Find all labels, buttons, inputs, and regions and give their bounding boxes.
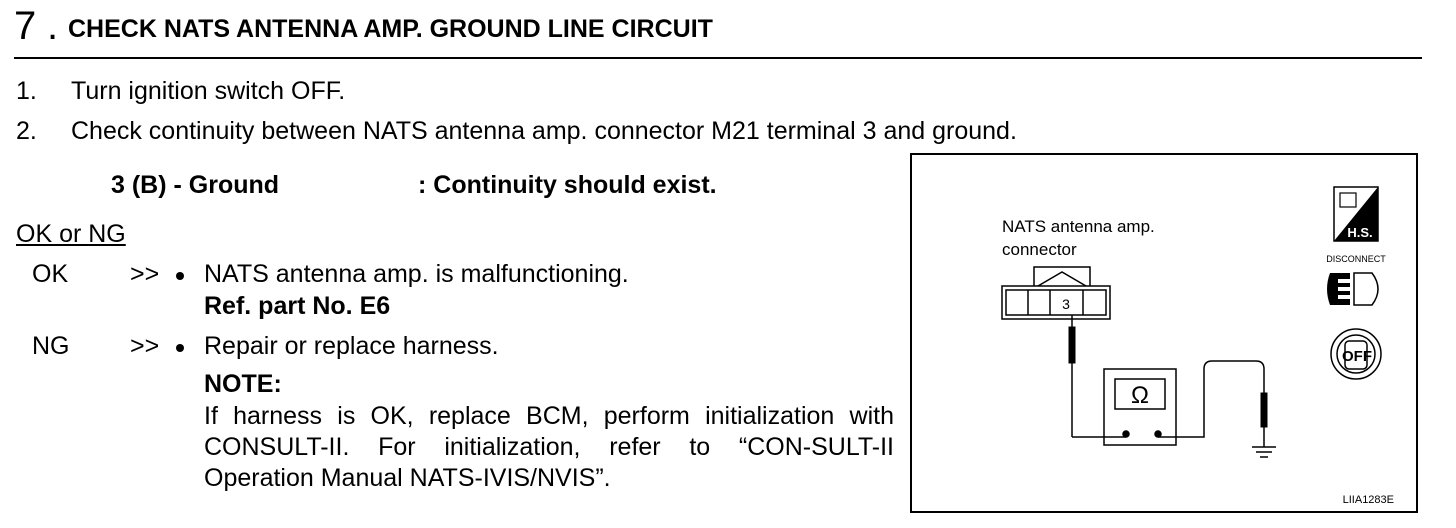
ok-label: OK: [32, 260, 69, 288]
instruction-2-number: 2.: [16, 117, 37, 145]
connector-icon: [1001, 266, 1111, 320]
ng-bullet-icon: [176, 344, 184, 352]
step-title: CHECK NATS ANTENNA AMP. GROUND LINE CIRC…: [68, 15, 713, 43]
disconnect-icon: [1327, 272, 1379, 306]
connector-label-line2: connector: [1002, 240, 1077, 259]
wiring-diagram: NATS antenna amp. connector 3 Ω: [1001, 186, 1394, 506]
note-label: NOTE:: [204, 370, 282, 398]
figure-code: LIIA1283E: [1343, 494, 1394, 506]
instruction-1-text: Turn ignition switch OFF.: [71, 77, 346, 105]
ground-lead-icon: [1158, 360, 1268, 447]
ground-symbol-icon: [1252, 446, 1276, 458]
hs-badge-label: H.S.: [1347, 225, 1372, 240]
probe-lead-icon: [1068, 315, 1126, 438]
ok-text: NATS antenna amp. is malfunctioning.: [204, 260, 629, 288]
connector-label-line1: NATS antenna amp.: [1002, 217, 1155, 236]
note-text: If harness is OK, replace BCM, perform i…: [204, 402, 894, 492]
step-number: 7: [14, 4, 37, 48]
ng-arrow: >>: [130, 332, 160, 360]
disconnect-label: DISCONNECT: [1326, 254, 1386, 264]
ok-arrow: >>: [130, 260, 160, 288]
ng-text: Repair or replace harness.: [204, 332, 499, 360]
ok-bullet-icon: [176, 272, 184, 280]
terminal-number: 3: [1062, 296, 1070, 312]
hs-badge-icon: H.S.: [1333, 186, 1379, 242]
ignition-off-icon: [1330, 328, 1382, 380]
result-heading: OK or NG: [16, 220, 126, 248]
wiring-figure: NATS antenna amp. connector 3 Ω: [910, 153, 1418, 513]
instruction-2-text: Check continuity between NATS antenna am…: [71, 117, 1017, 145]
ok-ref: Ref. part No. E6: [204, 292, 391, 320]
spec-value: : Continuity should exist.: [418, 171, 717, 199]
ng-label: NG: [32, 332, 70, 360]
step-number-dot: .: [47, 4, 59, 48]
instruction-1-number: 1.: [16, 77, 37, 105]
off-label: OFF: [1342, 348, 1372, 365]
header-rule: [14, 57, 1422, 59]
ohm-symbol: Ω: [1131, 382, 1149, 409]
spec-label: 3 (B) - Ground: [111, 171, 280, 199]
